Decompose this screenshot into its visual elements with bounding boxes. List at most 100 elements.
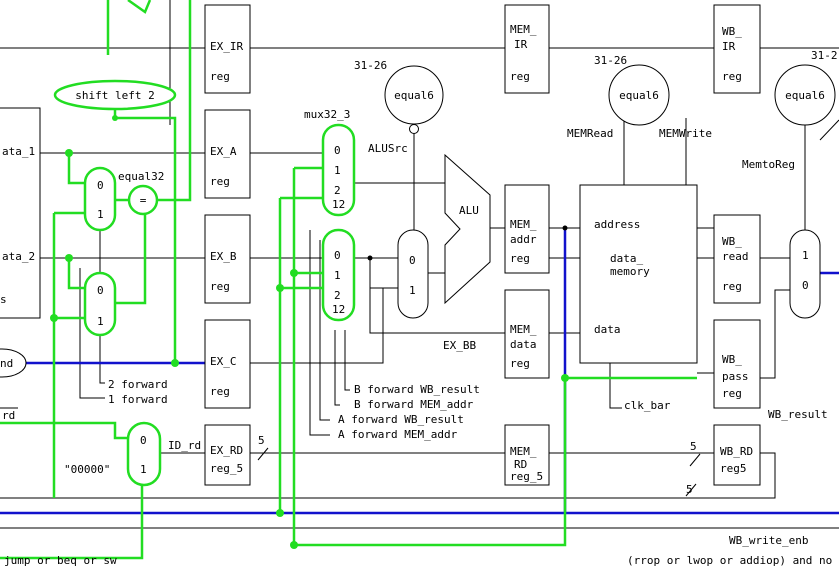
rrop-lwop-addiop-label: (rrop or lwop or addiop) and no [627, 554, 832, 567]
wb-result-label: WB_result [768, 408, 828, 421]
svg-text:reg: reg [210, 280, 230, 293]
svg-text:0: 0 [802, 279, 809, 292]
svg-text:reg: reg [722, 70, 742, 83]
svg-text:IR: IR [514, 38, 528, 51]
ex-rd-register: EX_RD reg_5 [204, 424, 251, 486]
svg-text:data_: data_ [610, 252, 643, 265]
svg-text:shift left 2: shift left 2 [75, 89, 154, 102]
wb-ir-register: WB_ IR reg [713, 4, 761, 94]
svg-text:pass: pass [722, 370, 749, 383]
bits-31-26-label-b: 31-26 [594, 54, 627, 67]
memtoreg-mux: 1 0 [789, 229, 821, 319]
width-5-label-a: 5 [258, 434, 265, 447]
svg-text:WB_: WB_ [722, 353, 742, 366]
alu: ALU [444, 153, 491, 305]
ex-ir-register: EX_IR reg [204, 4, 251, 94]
alusrc-mux: 0 1 [397, 229, 429, 319]
zeros-label: "00000" [64, 463, 110, 476]
svg-text:equal6: equal6 [785, 89, 825, 102]
bits-31-26-label-a: 31-26 [354, 59, 387, 72]
svg-text:reg: reg [510, 252, 530, 265]
svg-text:s: s [0, 293, 7, 306]
svg-text:0: 0 [409, 254, 416, 267]
svg-text:equal6: equal6 [619, 89, 659, 102]
svg-text:ata_2: ata_2 [2, 250, 35, 263]
equal6-comparator-c: equal6 [774, 64, 836, 126]
width-5-label-c: 5 [686, 483, 693, 496]
forward-mux-a: 0 1 [83, 166, 117, 232]
svg-text:reg_5: reg_5 [510, 470, 543, 483]
forward-1-label: 1 forward [108, 393, 168, 406]
rd-mux: 0 1 [126, 421, 162, 487]
svg-text:MEM_: MEM_ [510, 323, 537, 336]
b-forward-wb-label: B forward WB_result [354, 383, 480, 396]
mux32-3-label: mux32_3 [304, 108, 350, 121]
equal6-comparator-b: equal6 [608, 64, 670, 126]
svg-text:0: 0 [97, 179, 104, 192]
id-rd-label: ID_rd [168, 439, 201, 452]
svg-text:addr: addr [510, 233, 537, 246]
mux32-bottom: 0 1 2 12 [321, 228, 356, 322]
svg-text:1: 1 [97, 208, 104, 221]
svg-text:1: 1 [334, 164, 341, 177]
memread-label: MEMRead [567, 127, 613, 140]
bits-31-2-label: 31-2 [811, 49, 838, 62]
svg-text:1: 1 [802, 249, 809, 262]
svg-text:0: 0 [334, 144, 341, 157]
a-forward-mem-label: A forward MEM_addr [338, 428, 458, 441]
mem-data-register: MEM_ data reg [504, 289, 550, 379]
jump-beq-sw-label: jump or beq or sw [4, 554, 117, 567]
svg-text:memory: memory [610, 265, 650, 278]
svg-text:equal6: equal6 [394, 89, 434, 102]
svg-text:EX_C: EX_C [210, 355, 237, 368]
svg-text:12: 12 [332, 303, 345, 316]
junction-dots [50, 115, 569, 549]
ex-a-register: EX_A reg [204, 109, 251, 199]
svg-text:read: read [722, 250, 749, 263]
green-wires [0, 0, 697, 560]
ex-b-register: EX_B reg [204, 214, 251, 304]
mux32-top: 0 1 2 12 [321, 123, 356, 217]
svg-text:MEM_: MEM_ [510, 218, 537, 231]
svg-text:1: 1 [140, 463, 147, 476]
and-gate-oval: nd [0, 348, 27, 378]
memtoreg-label: MemtoReg [742, 158, 795, 171]
svg-text:RD: RD [514, 458, 527, 471]
svg-text:EX_IR: EX_IR [210, 40, 243, 53]
alusrc-label: ALUSrc [368, 142, 408, 155]
svg-text:0: 0 [140, 434, 147, 447]
svg-text:WB_RD: WB_RD [720, 445, 753, 458]
svg-text:data: data [510, 338, 537, 351]
shift-left-2: shift left 2 [53, 79, 177, 111]
svg-text:1: 1 [334, 269, 341, 282]
svg-text:reg: reg [210, 175, 230, 188]
b-forward-mem-label: B forward MEM_addr [354, 398, 474, 411]
svg-text:IR: IR [722, 40, 736, 53]
mem-addr-register: MEM_ addr reg [504, 184, 550, 274]
svg-text:12: 12 [332, 198, 345, 211]
clk-bar-label: clk_bar [624, 399, 671, 412]
mem-rd-register: MEM_ RD reg_5 [504, 424, 550, 486]
svg-text:0: 0 [97, 284, 104, 297]
rd-label: rd [2, 409, 15, 422]
svg-text:ALU: ALU [459, 204, 479, 217]
ex-bb-label: EX_BB [443, 339, 476, 352]
svg-text:EX_RD: EX_RD [210, 444, 243, 457]
svg-text:0: 0 [334, 249, 341, 262]
svg-text:reg5: reg5 [720, 462, 747, 475]
svg-text:1: 1 [97, 315, 104, 328]
svg-text:WB_: WB_ [722, 25, 742, 38]
svg-text:reg: reg [722, 280, 742, 293]
svg-text:reg: reg [510, 357, 530, 370]
svg-text:EX_A: EX_A [210, 145, 237, 158]
register-file: ata_1 ata_2 s [0, 107, 41, 319]
a-forward-wb-label: A forward WB_result [338, 413, 464, 426]
svg-text:MEM_: MEM_ [510, 23, 537, 36]
wb-write-enb-label: WB_write_enb [729, 534, 808, 547]
svg-text:nd: nd [0, 357, 13, 370]
svg-text:data: data [594, 323, 621, 336]
wb-read-register: WB_ read reg [713, 214, 761, 304]
svg-text:reg: reg [722, 387, 742, 400]
forward-2-label: 2 forward [108, 378, 168, 391]
svg-text:reg: reg [210, 70, 230, 83]
